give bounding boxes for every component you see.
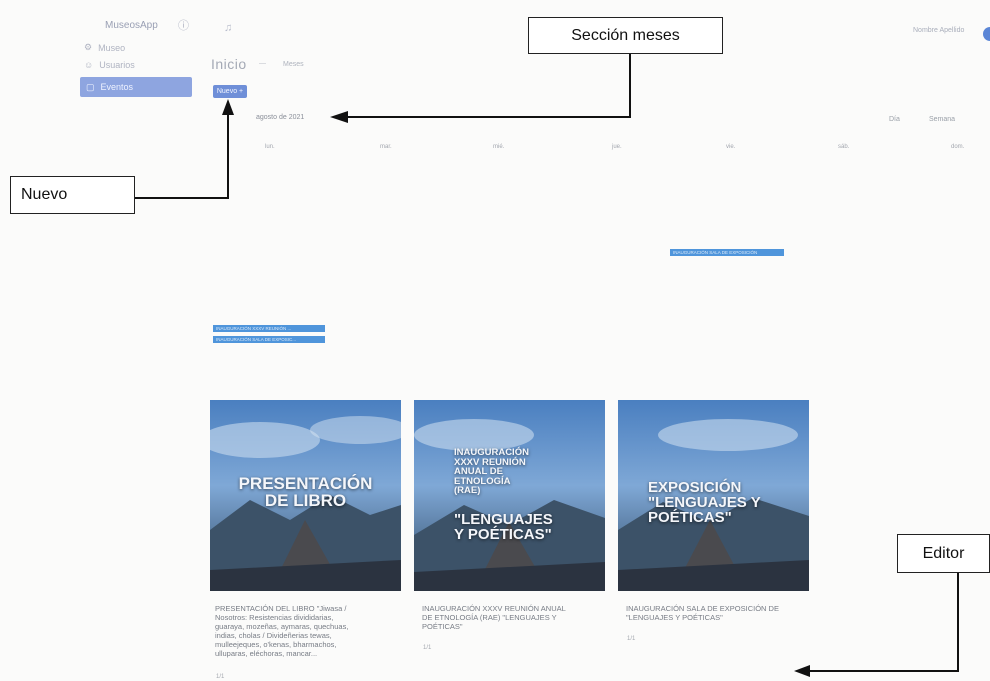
mountain-photo	[414, 400, 605, 591]
arrow-head-editor	[794, 665, 810, 677]
card-description: INAUGURACIÓN XXXV REUNIÓN ANUAL DE ETNOL…	[422, 604, 566, 631]
card-meta: 1/1	[627, 636, 636, 642]
event-card-image[interactable]: EXPOSICIÓN "LENGUAJES Y POÉTICAS"	[618, 400, 809, 591]
weekday-header: dom.	[951, 144, 965, 150]
calendar-event[interactable]: INAUGURACIÓN SALA DE EXPOSICIÓN	[670, 249, 784, 256]
view-day-button[interactable]: Día	[889, 116, 900, 123]
mountain-photo	[618, 400, 809, 591]
weekday-header: mar.	[380, 144, 392, 150]
card-title: "LENGUAJES Y POÉTICAS"	[454, 512, 605, 542]
card-title-text: EXPOSICIÓN "LENGUAJES Y POÉTICAS"	[648, 479, 761, 526]
weekday-header: jue.	[612, 144, 622, 150]
user-icon: ☺	[84, 60, 94, 70]
weekday-header: vie.	[726, 144, 736, 150]
card-title-text: "LENGUAJES Y POÉTICAS"	[454, 511, 553, 543]
callout-seccion-meses: Sección meses	[528, 17, 723, 54]
calendar-icon: ▢	[86, 81, 95, 92]
card-subtitle-text: INAUGURACIÓN XXXV REUNIÓN ANUAL DE ETNOL…	[454, 447, 529, 496]
weekday-header: lun.	[265, 144, 275, 150]
card-description: PRESENTACIÓN DEL LIBRO "Jiwasa / Nosotro…	[215, 604, 349, 658]
card-meta: 1/1	[423, 645, 432, 651]
bell-icon[interactable]: ♫	[224, 22, 233, 34]
arrow-head-meses	[330, 111, 348, 123]
weekday-header: mié.	[493, 144, 505, 150]
sidebar-item-usuarios[interactable]: ☺ Usuarios	[84, 60, 135, 70]
event-card-image[interactable]: PRESENTACIÓN DE LIBRO	[210, 400, 401, 591]
arrow-line-editor	[806, 573, 959, 672]
calendar-event[interactable]: INAUGURACIÓN XXXV REUNIÓN ...	[213, 325, 325, 332]
calendar-event[interactable]: INAUGURACIÓN SALA DE EXPOSIC...	[213, 336, 325, 343]
breadcrumb-current: Meses	[283, 61, 304, 68]
card-description: INAUGURACIÓN SALA DE EXPOSICIÓN DE "LENG…	[626, 604, 779, 622]
sidebar-item-label: Museo	[98, 42, 126, 53]
mountain-photo	[210, 400, 401, 591]
info-icon[interactable]: ⓘ	[178, 20, 189, 32]
card-meta: 1/1	[216, 674, 225, 680]
arrow-line-meses	[345, 54, 631, 118]
arrow-head-nuevo	[222, 99, 234, 115]
callout-editor: Editor	[897, 534, 990, 573]
app-name: MuseosApp	[105, 20, 158, 31]
sidebar-item-museo[interactable]: ⚙ Museo	[84, 42, 125, 53]
event-card-image[interactable]: INAUGURACIÓN XXXV REUNIÓN ANUAL DE ETNOL…	[414, 400, 605, 591]
avatar[interactable]	[983, 27, 990, 41]
breadcrumb-home[interactable]: Inicio	[211, 56, 247, 72]
weekday-header: sáb.	[838, 144, 850, 150]
sidebar-item-label: Eventos	[100, 82, 134, 92]
sidebar-item-label: Usuarios	[99, 60, 135, 70]
gear-icon: ⚙	[84, 42, 93, 52]
sidebar-item-eventos[interactable]: ▢ Eventos	[80, 77, 192, 97]
card-subtitle: INAUGURACIÓN XXXV REUNIÓN ANUAL DE ETNOL…	[454, 448, 605, 496]
card-title-text: PRESENTACIÓN DE LIBRO	[238, 474, 373, 510]
card-title: PRESENTACIÓN DE LIBRO	[210, 475, 401, 509]
card-title: EXPOSICIÓN "LENGUAJES Y POÉTICAS"	[648, 480, 809, 525]
breadcrumb-separator: —	[259, 60, 266, 67]
user-name[interactable]: Nombre Apellido	[913, 27, 965, 34]
new-button[interactable]: Nuevo +	[213, 85, 247, 98]
month-label: agosto de 2021	[256, 114, 305, 121]
arrow-line-nuevo	[135, 112, 229, 199]
callout-nuevo: Nuevo	[10, 176, 135, 214]
view-week-button[interactable]: Semana	[929, 116, 956, 123]
